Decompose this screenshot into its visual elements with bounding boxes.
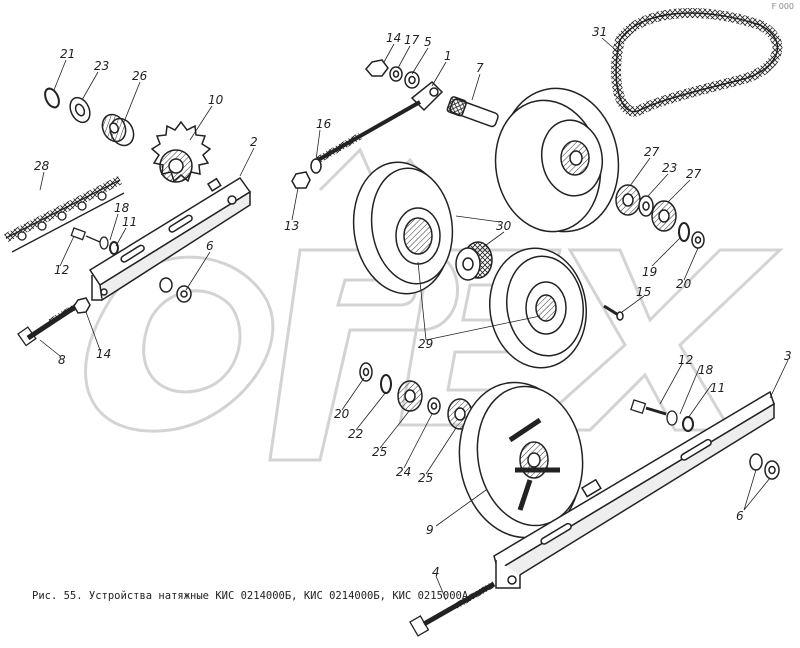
callout-18-left: 18	[114, 201, 130, 215]
v-belt-31	[611, 8, 783, 117]
roller-chain	[3, 175, 125, 253]
retaining-ring-19-right	[678, 222, 690, 242]
callout-25-b: 25	[418, 471, 433, 485]
callout-12-left: 12	[54, 263, 69, 277]
bolt-12-left	[70, 227, 119, 255]
pulley-middle-left	[352, 161, 454, 295]
bushing-30	[455, 241, 493, 281]
callout-24: 24	[396, 465, 411, 479]
corner-mark: F 000	[771, 2, 794, 11]
callout-2: 2	[250, 135, 258, 149]
axle-7	[446, 96, 499, 128]
bearing-27-a	[615, 184, 641, 216]
retaining-ring-22	[380, 374, 392, 394]
callout-8: 8	[58, 353, 66, 367]
leader-lines	[39, 37, 789, 601]
bolt-4	[409, 581, 496, 637]
bolt-12-right	[630, 399, 694, 432]
nut-14-left	[73, 297, 91, 314]
washers-6-right	[749, 453, 780, 480]
callout-15: 15	[636, 285, 651, 299]
washers-6-left	[159, 277, 192, 303]
bolt-8	[17, 302, 80, 347]
retaining-ring-21	[44, 87, 60, 109]
washer-5	[404, 71, 420, 89]
callout-14-left: 14	[96, 347, 111, 361]
callout-23-right: 23	[662, 161, 677, 175]
nut-13	[291, 171, 311, 189]
callout-13: 13	[284, 219, 299, 233]
sprocket-10	[150, 120, 212, 183]
washer-23	[69, 96, 91, 124]
callout-5: 5	[424, 35, 432, 49]
callout-labels: 21 23 26 10 28 2 16 13 14 17 5 1 7 31 27…	[34, 25, 792, 579]
callout-7: 7	[476, 61, 484, 75]
callout-31: 31	[592, 25, 607, 39]
callout-6-left: 6	[206, 239, 214, 253]
pulley-middle-right	[488, 247, 588, 369]
callout-11-right: 11	[710, 381, 725, 395]
callout-3: 3	[784, 349, 792, 363]
callout-9: 9	[426, 523, 434, 537]
washer-17	[389, 66, 403, 82]
washer-16	[310, 158, 322, 174]
callout-23: 23	[94, 59, 109, 73]
washer-20-right	[691, 231, 705, 249]
washer-24	[427, 397, 441, 415]
callout-14-top: 14	[386, 31, 401, 45]
callout-27-b: 27	[686, 167, 702, 181]
callout-4: 4	[432, 565, 440, 579]
callout-16: 16	[316, 117, 332, 131]
nut-14-top	[365, 59, 389, 77]
bearing-26	[101, 113, 135, 147]
callout-10: 10	[208, 93, 224, 107]
washer-20-lower	[359, 362, 373, 382]
figure-caption: Рис. 55. Устройства натяжные КИС 0214000…	[32, 590, 469, 602]
callout-17: 17	[404, 33, 420, 47]
callout-11-left: 11	[122, 215, 137, 229]
callout-12-right: 12	[678, 353, 693, 367]
callout-20-lower: 20	[334, 407, 350, 421]
callout-21: 21	[60, 47, 75, 61]
callout-25-a: 25	[372, 445, 387, 459]
tension-rod	[316, 100, 421, 164]
callout-28: 28	[34, 159, 50, 173]
bearing-25-a	[397, 380, 423, 412]
pulley-upper	[494, 87, 620, 233]
callout-18-right: 18	[698, 363, 714, 377]
callout-27-a: 27	[644, 145, 660, 159]
callout-29: 29	[418, 337, 433, 351]
callout-26: 26	[132, 69, 148, 83]
pin-15	[603, 304, 624, 321]
tension-bracket-3	[493, 390, 775, 589]
tension-bracket-2	[88, 176, 252, 302]
callout-1: 1	[444, 49, 452, 63]
callout-30: 30	[496, 219, 512, 233]
callout-22: 22	[348, 427, 363, 441]
bearing-27-b	[651, 200, 677, 232]
bearing-25-b	[447, 398, 473, 430]
callout-19-right: 19	[642, 265, 657, 279]
callout-20-right: 20	[676, 277, 692, 291]
washer-23-right	[638, 195, 654, 217]
callout-6-right: 6	[736, 509, 744, 523]
